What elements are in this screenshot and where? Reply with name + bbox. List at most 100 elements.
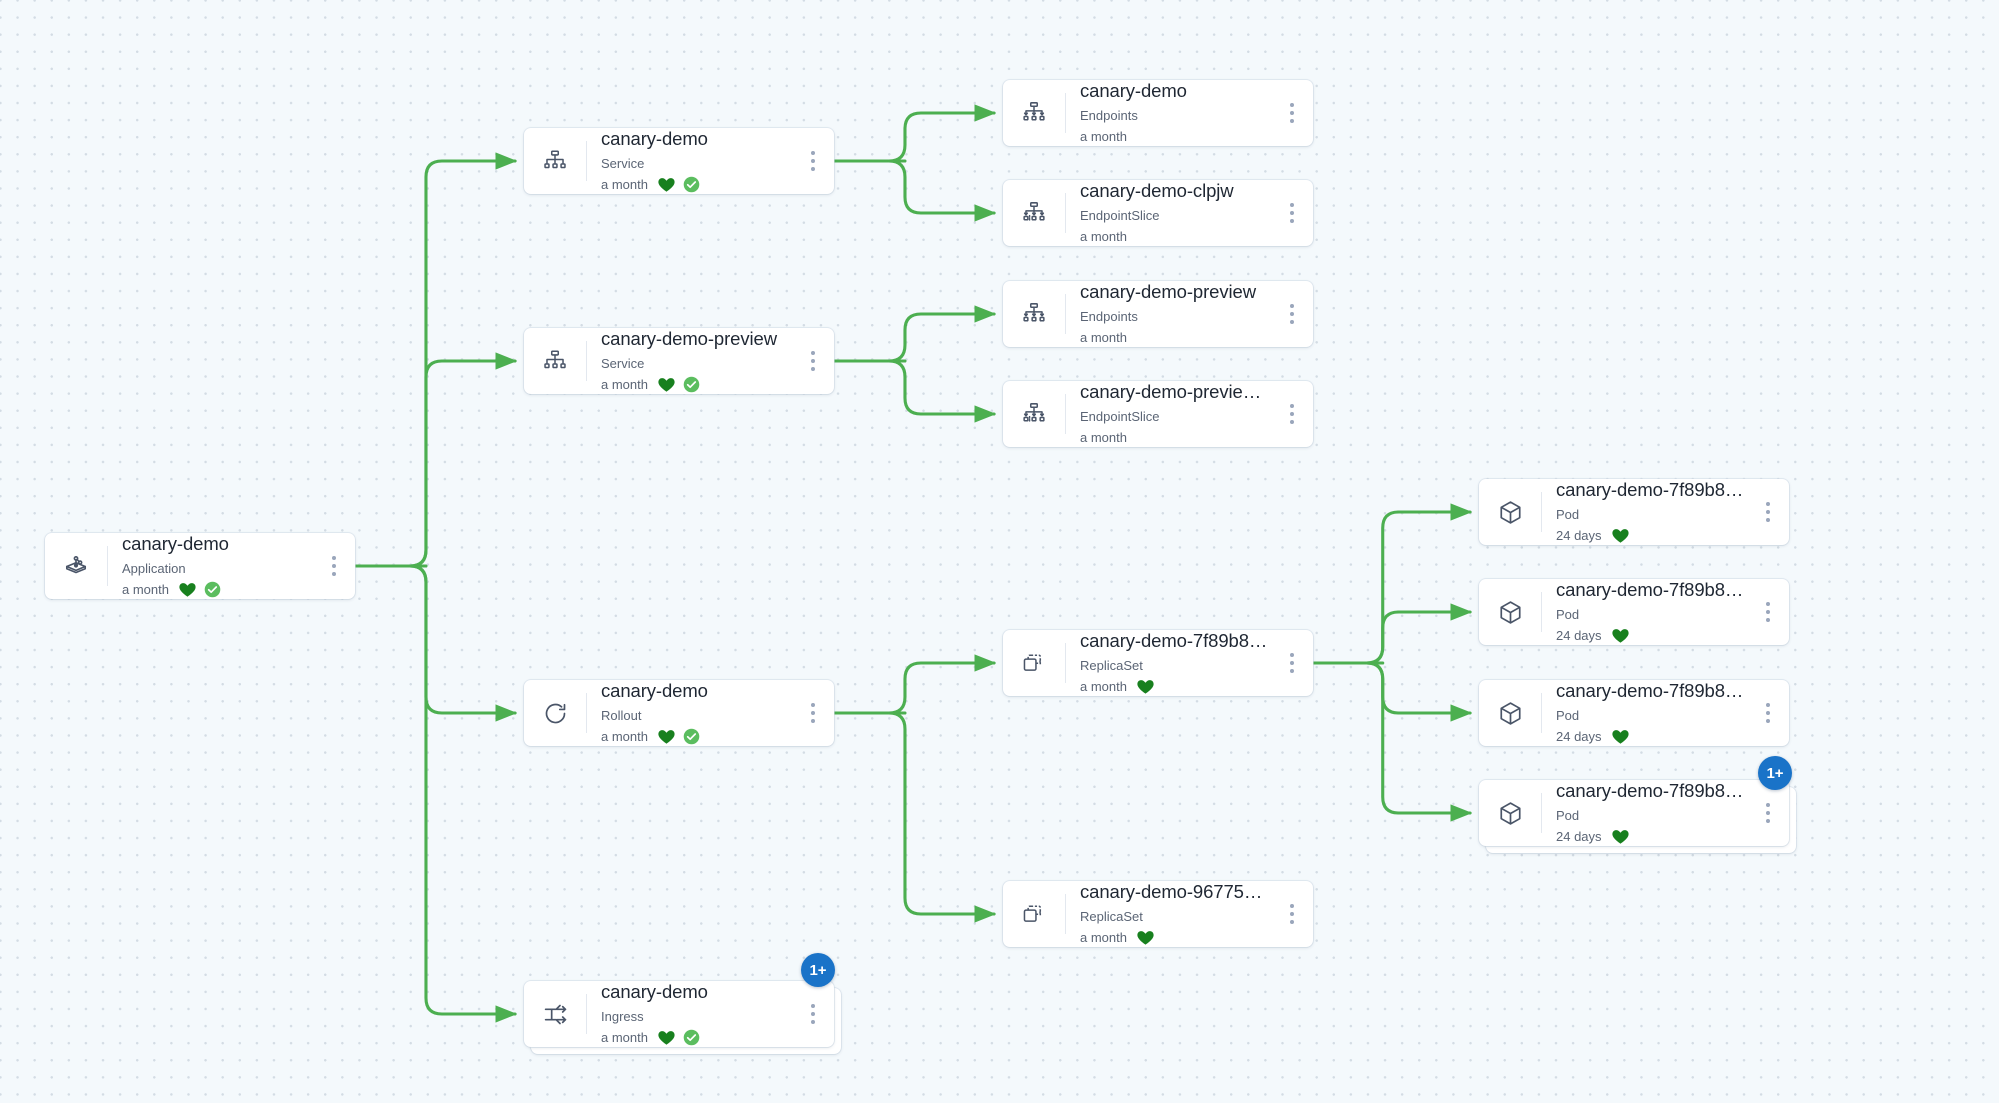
node-age: a month (1080, 229, 1127, 245)
health-status-icon (178, 580, 197, 599)
card-divider (1065, 643, 1066, 683)
health-status-icon (657, 1028, 676, 1047)
node-menu-button[interactable] (1277, 881, 1307, 947)
resource-node-endpointslice[interactable]: canary-demo-preview-v... EndpointSlice a m… (1003, 381, 1313, 447)
node-menu-button[interactable] (1753, 680, 1783, 746)
node-title: canary-demo-clpjw (1080, 180, 1234, 202)
endpoints-icon (1003, 80, 1065, 146)
sync-status-icon (683, 176, 700, 193)
node-age: a month (1080, 430, 1127, 446)
node-menu-button[interactable] (798, 328, 828, 394)
edge-connector (1365, 661, 1473, 822)
badge-pods-overflow[interactable]: 1+ (1758, 756, 1792, 790)
health-status-icon (1136, 677, 1155, 696)
node-menu-button[interactable] (798, 128, 828, 194)
health-status-icon (657, 375, 676, 394)
node-title: canary-demo-preview-v... (1080, 381, 1271, 403)
edge-connector (408, 564, 518, 1023)
pod-icon (1479, 780, 1541, 846)
node-meta: 24 days (1556, 727, 1747, 747)
node-menu-button[interactable] (1277, 630, 1307, 696)
node-title: canary-demo-7f89b8b97... (1556, 579, 1747, 601)
node-meta: a month (601, 727, 792, 747)
node-statuses (1136, 928, 1155, 947)
node-title: canary-demo (122, 533, 229, 555)
node-menu-button[interactable] (1753, 479, 1783, 545)
node-title: canary-demo-7f89b8b978 (1080, 630, 1271, 652)
endpoints-icon (1003, 281, 1065, 347)
node-meta: a month (1080, 227, 1271, 247)
node-title: canary-demo-preview (601, 328, 777, 350)
card-divider (1065, 93, 1066, 133)
node-meta: a month (122, 580, 313, 600)
node-meta: a month (601, 375, 792, 395)
badge-ingress-overflow[interactable]: 1+ (801, 953, 835, 987)
health-status-icon (1611, 827, 1630, 846)
node-kind: Pod (1556, 707, 1580, 723)
card-divider (1065, 294, 1066, 334)
node-title: canary-demo (601, 128, 708, 150)
card-divider (1541, 592, 1542, 632)
argo-application-icon (45, 533, 107, 599)
node-age: a month (1080, 330, 1127, 346)
node-age: a month (601, 1030, 648, 1046)
node-menu-button[interactable] (798, 680, 828, 746)
card-divider (1541, 693, 1542, 733)
service-icon (524, 128, 586, 194)
node-meta: a month (601, 1028, 792, 1048)
node-kind: EndpointSlice (1080, 408, 1160, 424)
node-age: a month (122, 582, 169, 598)
node-menu-button[interactable] (1277, 281, 1307, 347)
pod-icon (1479, 579, 1541, 645)
node-meta: 24 days (1556, 626, 1747, 646)
node-kind: Pod (1556, 506, 1580, 522)
node-menu-button[interactable] (1277, 80, 1307, 146)
card-divider (586, 141, 587, 181)
node-kind: Application (122, 560, 186, 576)
node-meta: a month (1080, 127, 1271, 147)
node-menu-button[interactable] (798, 981, 828, 1047)
node-title: canary-demo-7f89b8b97... (1556, 780, 1747, 802)
node-menu-button[interactable] (1753, 780, 1783, 846)
node-kind: Service (601, 355, 645, 371)
edge-connector (887, 104, 997, 163)
endpointslice-icon (1003, 180, 1065, 246)
node-age: 24 days (1556, 528, 1602, 544)
node-kind: Pod (1556, 807, 1580, 823)
sync-status-icon (683, 376, 700, 393)
node-title: canary-demo (1080, 80, 1187, 102)
node-menu-button[interactable] (1277, 180, 1307, 246)
node-menu-button[interactable] (319, 533, 349, 599)
ingress-icon (524, 981, 586, 1047)
card-divider (1541, 492, 1542, 532)
sync-status-icon (683, 728, 700, 745)
node-menu-button[interactable] (1277, 381, 1307, 447)
node-kind: Endpoints (1080, 308, 1138, 324)
node-title: canary-demo (601, 680, 708, 702)
node-menu-button[interactable] (1753, 579, 1783, 645)
edge-connector (408, 564, 518, 722)
